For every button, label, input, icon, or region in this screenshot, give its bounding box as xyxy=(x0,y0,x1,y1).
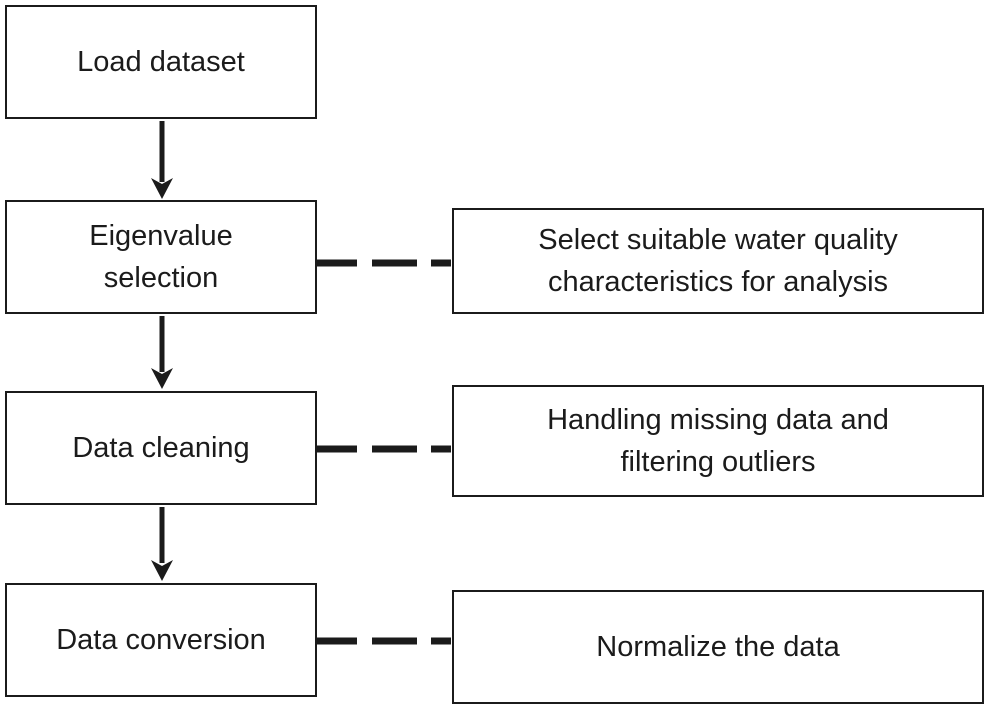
flow-step-label: Data cleaning xyxy=(72,431,250,464)
arrow-eigenvalue-to-cleaning xyxy=(151,316,173,389)
flow-note-handle-missing-data: Handling missing data and filtering outl… xyxy=(452,385,984,497)
flow-step-data-cleaning: Data cleaning xyxy=(5,391,317,505)
flow-note-label: Select suitable water quality characteri… xyxy=(538,223,898,298)
flow-step-label: Eigenvalue selection xyxy=(89,219,233,294)
flow-note-label: Handling missing data and filtering outl… xyxy=(547,403,889,478)
arrow-load-to-eigenvalue xyxy=(151,121,173,199)
flow-step-data-conversion: Data conversion xyxy=(5,583,317,697)
flow-step-load-dataset: Load dataset xyxy=(5,5,317,119)
arrow-cleaning-to-conversion xyxy=(151,507,173,581)
flow-note-select-characteristics: Select suitable water quality characteri… xyxy=(452,208,984,314)
flow-step-label: Load dataset xyxy=(77,45,245,78)
flow-step-label: Data conversion xyxy=(56,623,266,656)
flow-step-eigenvalue-selection: Eigenvalue selection xyxy=(5,200,317,314)
flow-note-normalize-data: Normalize the data xyxy=(452,590,984,704)
flow-note-label: Normalize the data xyxy=(596,630,840,663)
